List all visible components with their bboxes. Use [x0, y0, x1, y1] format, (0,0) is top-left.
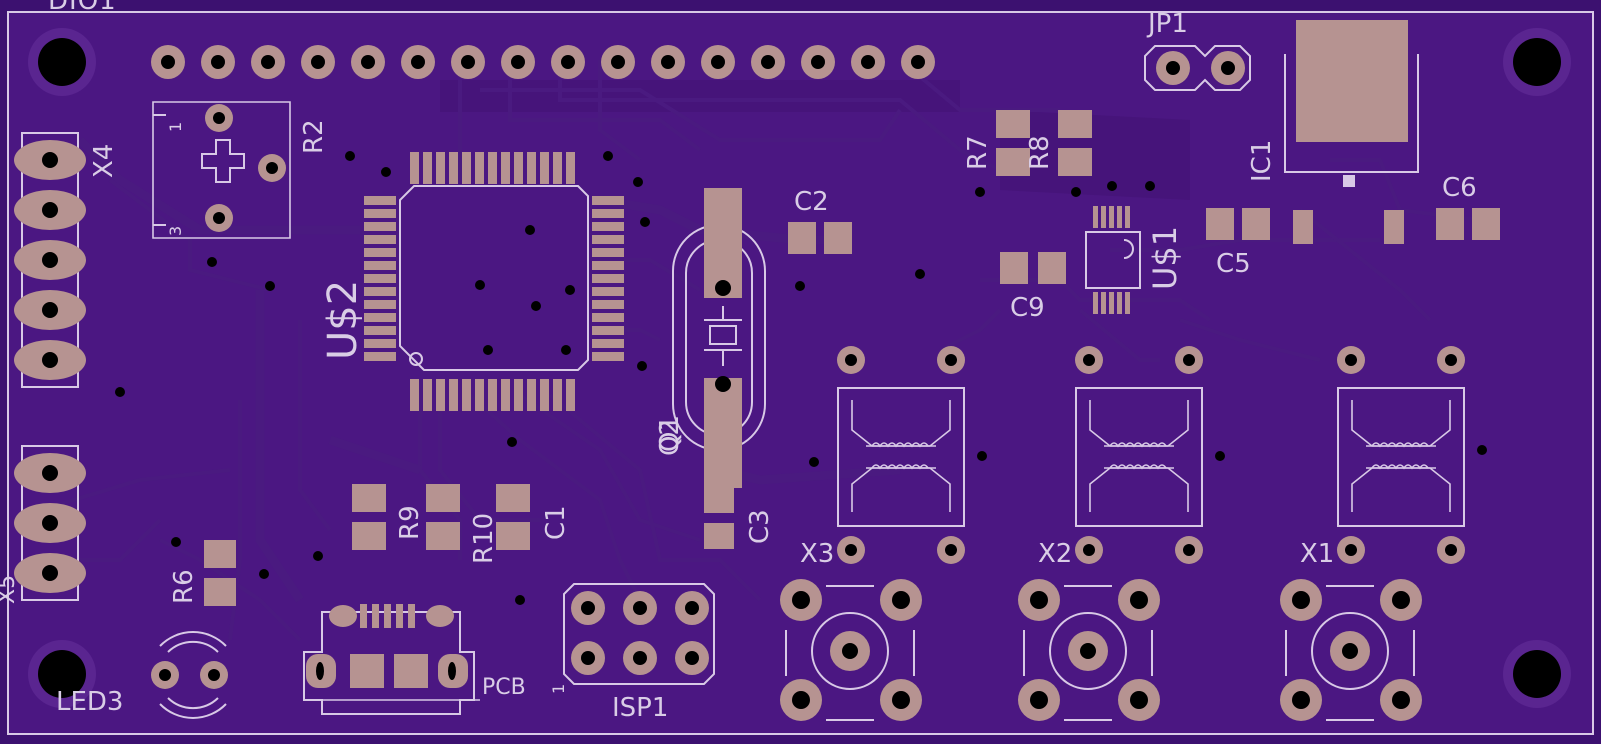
mounting-holes: [28, 28, 1571, 708]
r7-resistor: R7: [963, 110, 1030, 176]
connector-x3: X3: [780, 539, 922, 721]
led3-label: LED3: [56, 687, 123, 717]
r8-resistor: R8: [1025, 110, 1092, 176]
c3-capacitor: C3: [704, 487, 775, 549]
c6-capacitor: C6: [1436, 173, 1500, 240]
x5-label: X5: [0, 575, 20, 604]
r9-resistor: R9: [352, 484, 425, 550]
q1-label: Q1: [655, 415, 685, 452]
r6-resistor: R6: [169, 540, 236, 606]
r6-label: R6: [169, 569, 199, 604]
r2-pin1-label: 1: [166, 122, 185, 132]
isp-pin1-label: 1: [549, 684, 568, 694]
pcb-label: PCB: [482, 675, 526, 700]
x2-label: X2: [1038, 539, 1072, 569]
c5-capacitor: C5: [1206, 208, 1270, 279]
x5-connector: X5: [0, 445, 86, 604]
connector-x2: X2: [1018, 539, 1160, 721]
traces: [39, 58, 1481, 642]
x3-label: X3: [800, 539, 834, 569]
r10-resistor: R10: [426, 484, 499, 564]
q2-label: Q2: [655, 419, 685, 456]
ic1-regulator: IC1: [1247, 20, 1419, 244]
jp1-jumper: JP1: [1144, 9, 1251, 91]
ic1-label: IC1: [1247, 140, 1277, 182]
r2-trimmer: 1 3 R2: [152, 101, 329, 239]
c3-label: C3: [745, 509, 775, 544]
transformer-x3: [837, 346, 965, 564]
c5-label: C5: [1216, 249, 1251, 279]
jp1-label: JP1: [1146, 9, 1188, 39]
r8-label: R8: [1025, 135, 1055, 170]
r7-label: R7: [963, 135, 993, 170]
r2-label: R2: [299, 119, 329, 154]
c2-capacitor: C2: [788, 187, 852, 254]
header-pin-row: [151, 45, 935, 79]
isp1-header: 1 ISP1: [549, 583, 715, 723]
x4-connector: X4: [14, 132, 119, 388]
r10-label: R10: [469, 513, 499, 564]
isp1-label: ISP1: [612, 693, 668, 723]
transformer-x1: [1337, 346, 1465, 564]
us1-label: U$1: [1146, 226, 1184, 290]
us1-chip: U$1: [1085, 206, 1184, 314]
c1-capacitor: C1: [496, 484, 571, 550]
crystal-q1: Q1 Q2: [655, 188, 766, 488]
c1-label: C1: [541, 505, 571, 540]
x4-label: X4: [89, 144, 119, 178]
board-title-fragment: DIO1: [48, 0, 117, 16]
us2-label: U$2: [320, 280, 366, 360]
r9-label: R9: [395, 505, 425, 540]
led3: LED3: [56, 631, 228, 719]
c9-label: C9: [1010, 293, 1045, 323]
c6-label: C6: [1442, 173, 1477, 203]
x1-label: X1: [1300, 539, 1334, 569]
r2-pin3-label: 3: [166, 226, 185, 236]
c9-capacitor: C9: [1000, 252, 1066, 323]
transformer-x2: [1075, 346, 1203, 564]
usb-connector: PCB: [303, 604, 526, 715]
c2-label: C2: [794, 187, 829, 217]
connector-x1: X1: [1280, 539, 1422, 721]
us2-microcontroller: U$2: [320, 152, 624, 411]
vias: [115, 151, 1487, 605]
